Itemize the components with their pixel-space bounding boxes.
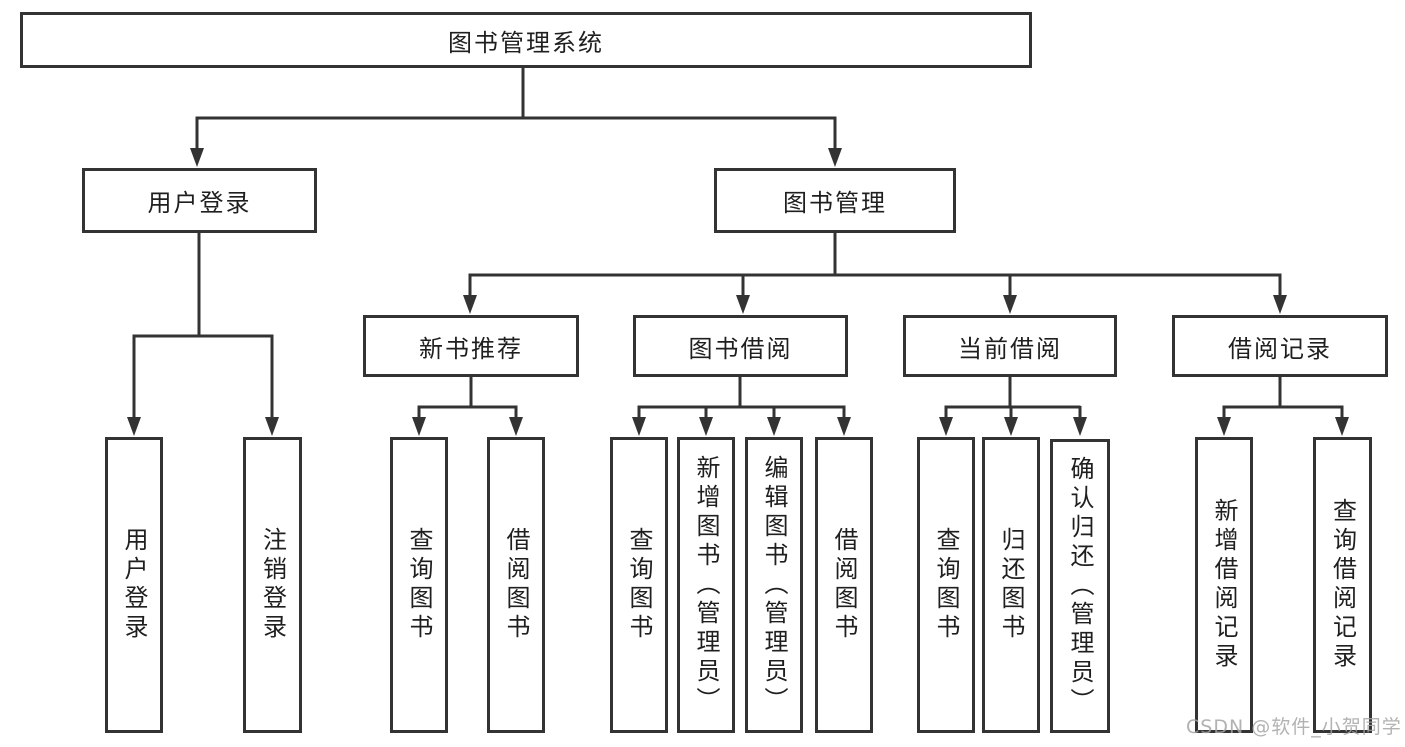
leaf-query-books-borrowing: 查询图书 — [610, 437, 668, 733]
leaf-confirm-return-admin: 确认归还（管理员） — [1050, 439, 1110, 733]
leaf-add-books-admin: 新增图书（管理员） — [677, 437, 735, 733]
leaf-query-borrow-record: 查询借阅记录 — [1313, 437, 1372, 733]
leaf-query-books-current: 查询图书 — [917, 437, 975, 733]
leaf-borrow-books: 借阅图书 — [815, 437, 873, 733]
leaf-logout: 注销登录 — [243, 437, 302, 733]
node-book-management: 图书管理 — [714, 168, 956, 233]
node-library-management-system: 图书管理系统 — [20, 12, 1032, 68]
leaf-return-books: 归还图书 — [982, 437, 1040, 733]
leaf-borrow-books-recommend: 借阅图书 — [487, 437, 545, 733]
leaf-add-borrow-record: 新增借阅记录 — [1195, 437, 1253, 733]
node-new-book-recommendation: 新书推荐 — [363, 315, 579, 377]
node-user-login: 用户登录 — [82, 168, 317, 233]
node-borrowing-records: 借阅记录 — [1172, 315, 1388, 377]
leaf-edit-books-admin: 编辑图书（管理员） — [745, 437, 803, 733]
leaf-user-login: 用户登录 — [105, 437, 163, 733]
node-current-borrowing: 当前借阅 — [903, 315, 1117, 377]
node-book-borrowing: 图书借阅 — [633, 315, 848, 377]
leaf-query-books-recommend: 查询图书 — [390, 437, 448, 733]
arrowheads — [127, 148, 1349, 436]
csdn-watermark: CSDN @软件_小贺同学 — [1186, 716, 1402, 738]
